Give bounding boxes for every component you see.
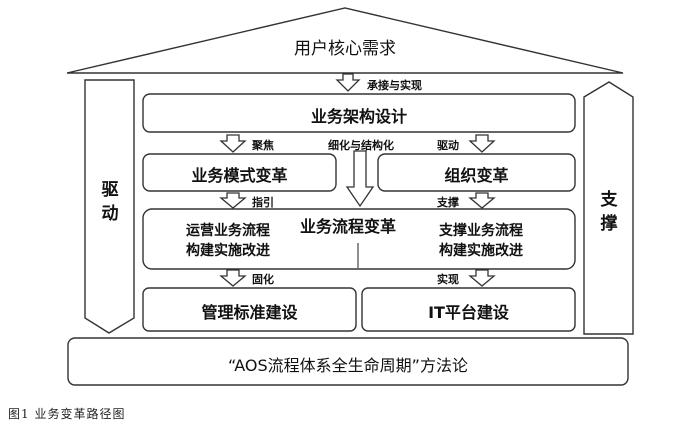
arrow-realize (468, 269, 496, 287)
arrow-solidify (219, 269, 247, 287)
right-pillar-label: 支撑 (600, 190, 618, 234)
process-change-title: 业务流程变革 (300, 217, 397, 236)
arrow-focus (219, 134, 247, 153)
left-pillar-shape (84, 79, 135, 334)
support-process-line1: 支撑业务流程 (439, 223, 523, 239)
label-focus: 聚焦 (252, 139, 274, 152)
ops-process-line2: 构建实施改进 (186, 243, 270, 259)
business-model-box-shape (142, 153, 337, 192)
figure-caption: 图1 业务变革路径图 (8, 407, 126, 421)
label-undertake: 承接与实现 (367, 79, 422, 92)
arrow-support (468, 192, 496, 209)
arrow-guide (219, 192, 247, 209)
foundation-box: “AOS流程体系全生命周期”方法论 (228, 356, 468, 375)
right-pillar-shape (583, 81, 634, 335)
business-model-box: 业务模式变革 (191, 166, 288, 185)
label-solidify: 固化 (252, 273, 274, 286)
label-guide: 指引 (252, 196, 274, 209)
arrow-refine (345, 150, 375, 208)
management-std-box-shape (142, 287, 357, 332)
ops-process-line1: 运营业务流程 (186, 223, 270, 239)
roof-shape (66, 7, 624, 74)
label-drive: 驱动 (437, 139, 459, 152)
arrow-drive (468, 134, 496, 153)
label-realize: 实现 (437, 273, 459, 286)
management-std-box: 管理标准建设 (201, 303, 298, 322)
arrow-undertake (335, 73, 361, 92)
org-change-box: 组织变革 (444, 166, 509, 185)
support-process-line2: 构建实施改进 (439, 243, 523, 259)
org-change-box-shape (377, 153, 576, 192)
foundation-box-shape (67, 337, 629, 386)
roof-title: 用户核心需求 (294, 39, 396, 59)
it-platform-box-shape (361, 287, 576, 332)
process-change-box-shape (142, 208, 576, 270)
architecture-box: 业务架构设计 (310, 107, 407, 126)
label-refine: 细化与结构化 (328, 139, 394, 152)
left-pillar-label: 驱动 (101, 180, 119, 224)
label-support: 支撑 (437, 196, 459, 209)
it-platform-box: IT平台建设 (428, 303, 509, 322)
architecture-box-shape (142, 93, 576, 133)
